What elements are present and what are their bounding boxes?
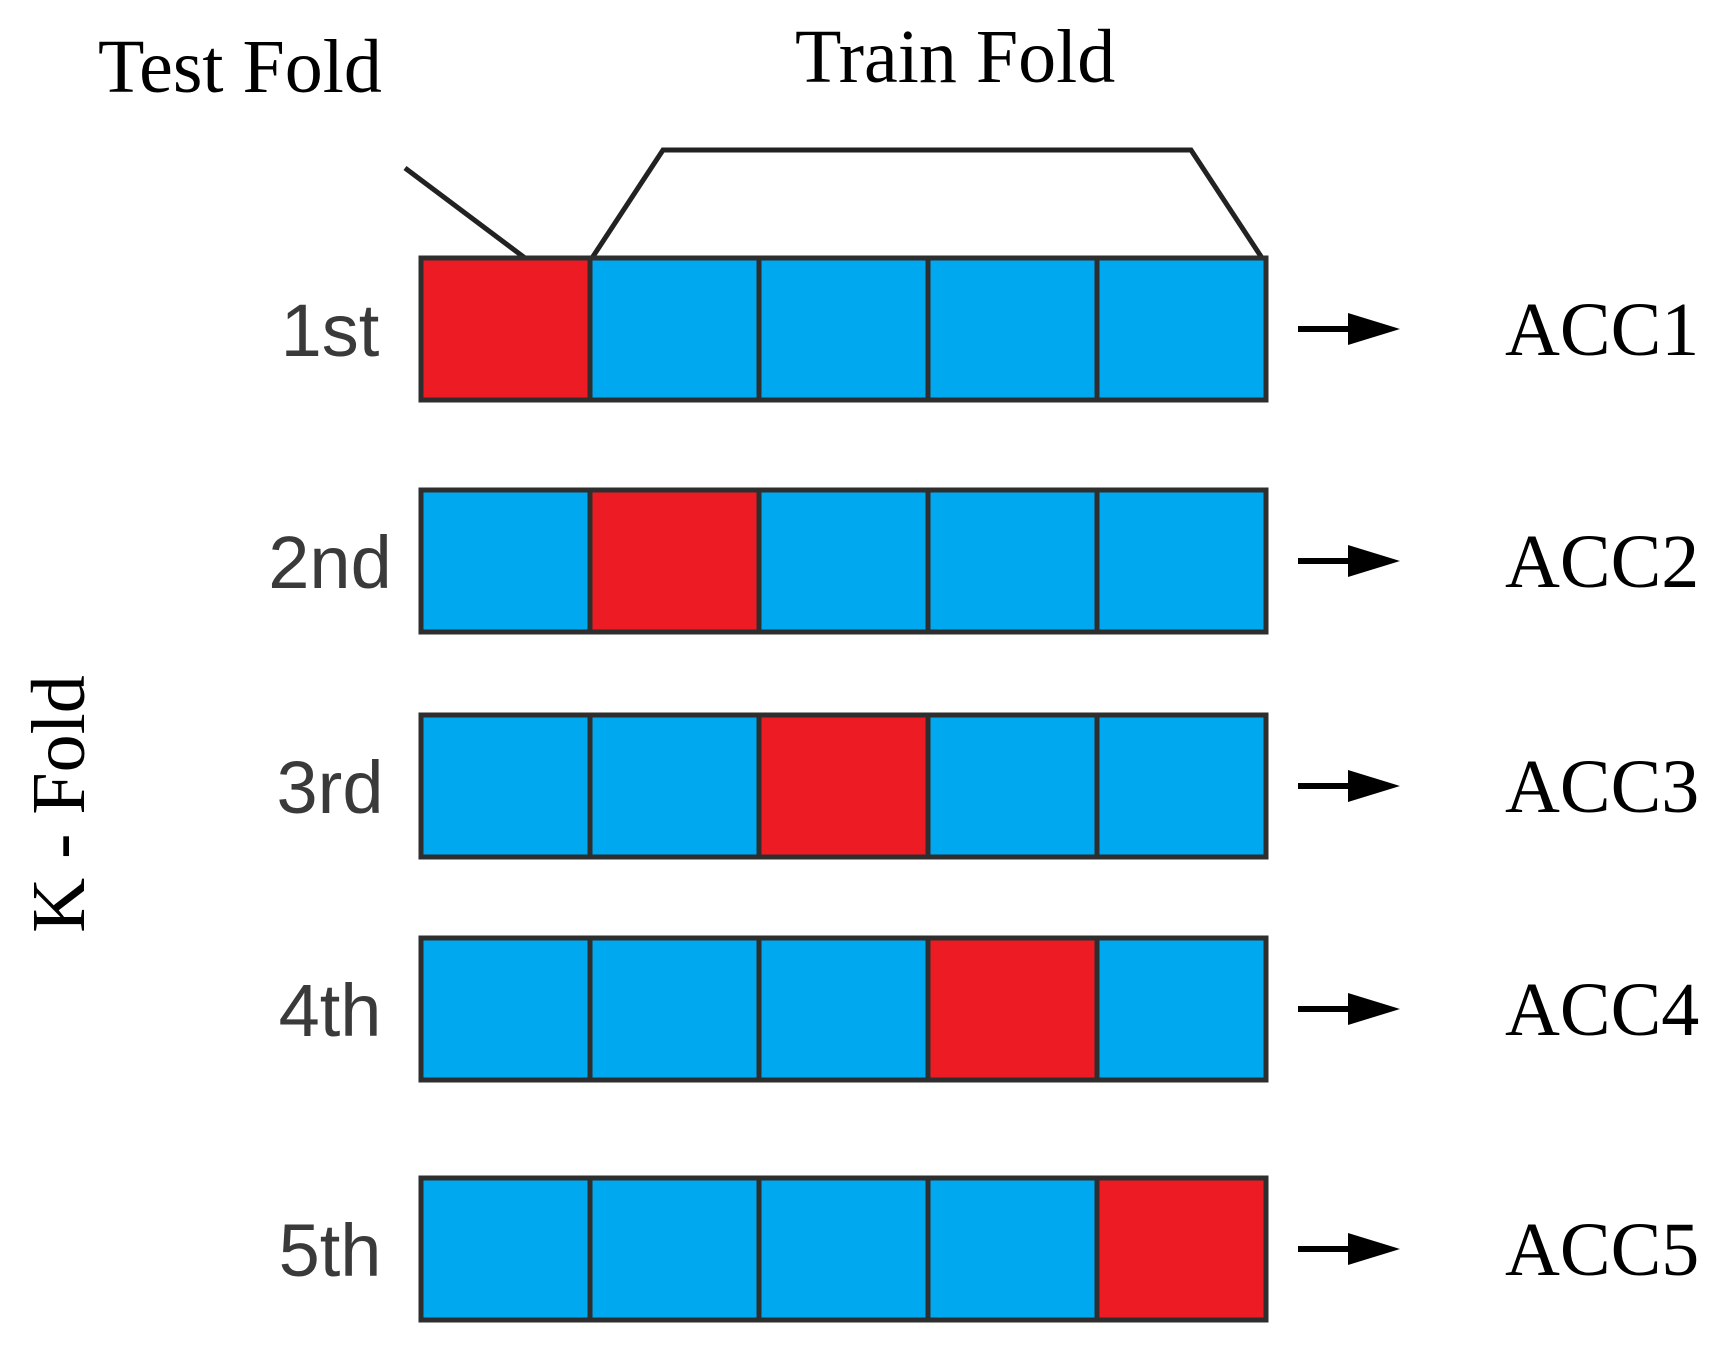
train-fold-bracket: [589, 147, 1265, 260]
train-fold-cell: [928, 490, 1097, 632]
train-fold-label: Train Fold: [795, 15, 1115, 99]
fold-row: 4th ACC4: [279, 935, 1699, 1083]
kfold-axis-label: K - Fold: [17, 675, 101, 933]
test-fold-cell: [590, 490, 759, 632]
train-fold-cell: [590, 715, 759, 857]
accuracy-label: ACC5: [1505, 1208, 1699, 1292]
train-fold-cell: [928, 1178, 1097, 1320]
accuracy-label: ACC1: [1505, 288, 1699, 372]
arrow-head-icon: [1348, 313, 1400, 345]
arrow-head-icon: [1348, 770, 1400, 802]
train-fold-cell: [1097, 715, 1266, 857]
train-fold-cell: [1097, 938, 1266, 1080]
train-fold-cell: [590, 938, 759, 1080]
arrow-head-icon: [1348, 545, 1400, 577]
train-fold-cell: [590, 258, 759, 400]
train-fold-cell: [1097, 258, 1266, 400]
train-fold-cell: [421, 1178, 590, 1320]
train-fold-cell: [928, 715, 1097, 857]
arrow-head-icon: [1348, 993, 1400, 1025]
accuracy-label: ACC3: [1505, 745, 1699, 829]
train-fold-cell: [421, 715, 590, 857]
fold-bar-border: [418, 935, 1269, 1083]
fold-row: 3rd ACC3: [277, 712, 1699, 860]
test-fold-callout-line: [403, 166, 527, 260]
arrow-head-icon: [1348, 1233, 1400, 1265]
fold-bar-border: [418, 255, 1269, 403]
test-fold-label: Test Fold: [98, 25, 382, 109]
train-fold-cell: [590, 1178, 759, 1320]
fold-bar-border: [418, 487, 1269, 635]
fold-row-label: 3rd: [277, 746, 384, 829]
train-fold-cell: [759, 938, 928, 1080]
train-fold-cell: [1097, 490, 1266, 632]
accuracy-label: ACC2: [1505, 520, 1699, 604]
train-fold-cell: [759, 1178, 928, 1320]
fold-row-label: 1st: [281, 289, 380, 372]
fold-row: 2nd ACC2: [268, 487, 1699, 635]
train-fold-cell: [421, 490, 590, 632]
test-fold-cell: [928, 938, 1097, 1080]
fold-row: 1st ACC1: [281, 255, 1699, 403]
train-fold-cell: [928, 258, 1097, 400]
fold-rows: 1st ACC1 2nd ACC2 3rd ACC3 4th ACC4 5th ACC5: [268, 255, 1699, 1323]
fold-row-label: 5th: [279, 1209, 382, 1292]
test-fold-cell: [421, 258, 590, 400]
fold-bar-border: [418, 712, 1269, 860]
test-fold-cell: [1097, 1178, 1266, 1320]
accuracy-label: ACC4: [1505, 968, 1699, 1052]
test-fold-cell: [759, 715, 928, 857]
fold-bar-border: [418, 1175, 1269, 1323]
train-fold-cell: [421, 938, 590, 1080]
train-fold-cell: [759, 490, 928, 632]
fold-row-label: 2nd: [268, 521, 391, 604]
fold-row: 5th ACC5: [279, 1175, 1699, 1323]
fold-row-label: 4th: [279, 969, 382, 1052]
train-fold-cell: [759, 258, 928, 400]
